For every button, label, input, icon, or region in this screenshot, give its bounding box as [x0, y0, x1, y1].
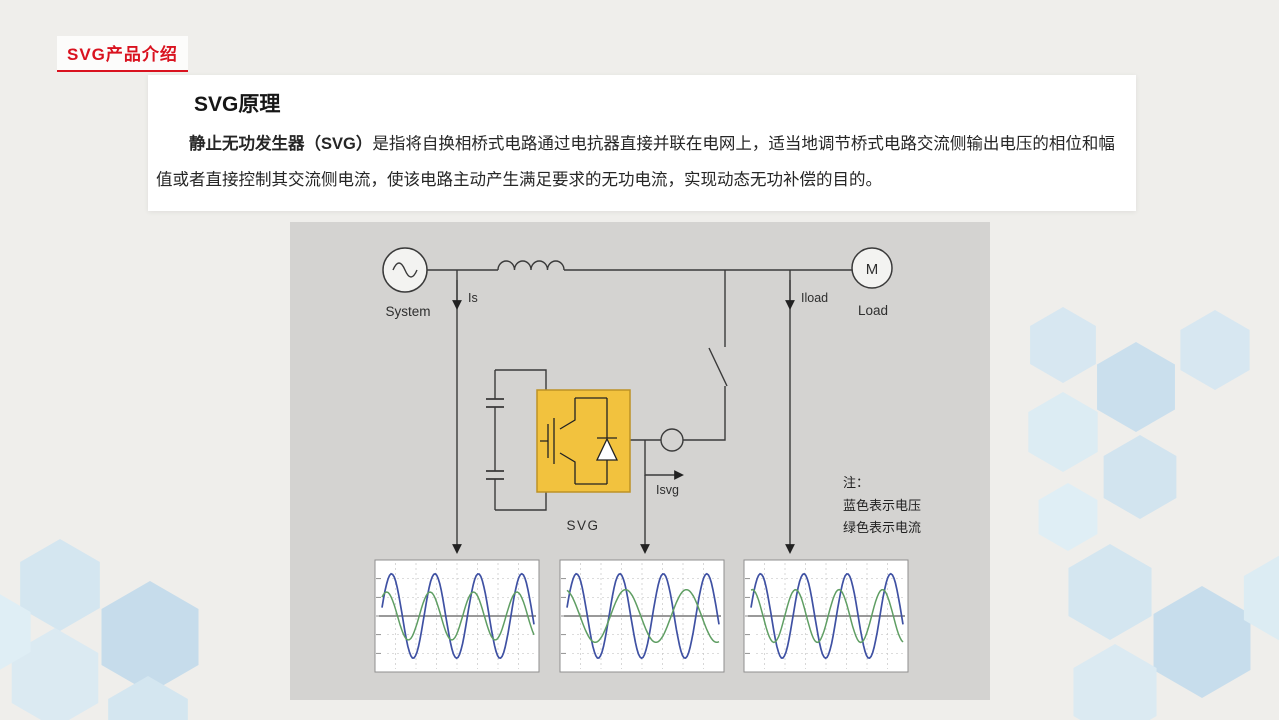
system-label: System [385, 304, 430, 319]
waveform-plot-1 [374, 559, 540, 673]
voltage-waveform [750, 572, 904, 660]
ac-source-sine-icon [392, 262, 418, 278]
waveform-plots [374, 559, 909, 673]
is-label: Is [468, 291, 478, 305]
diode-triangle-icon [595, 437, 619, 461]
load-label: Load [858, 303, 888, 318]
current-waveform [381, 591, 535, 641]
text-panel: SVG原理 静止无功发生器（SVG）是指将自换相桥式电路通过电抗器直接并联在电网… [148, 75, 1136, 211]
intro-paragraph-body: 是指将自换相桥式电路通过电抗器直接并联在电网上，适当地调节桥式电路交流侧输出电压… [156, 135, 1115, 189]
switch-blade [708, 347, 728, 387]
svg-principle-diagram: System M Load Is Iload Isvg [374, 247, 921, 673]
iload-label: Iload [801, 291, 828, 305]
note-title: 注： [843, 475, 869, 490]
capacitor-bottom-connector [495, 492, 547, 511]
current-waveform [566, 588, 720, 644]
voltage-waveform [381, 572, 535, 660]
capacitor-plates [486, 398, 504, 480]
current-sensor-symbol [660, 428, 684, 452]
isvg-label: Isvg [656, 483, 679, 497]
intro-paragraph-lead: 静止无功发生器（SVG） [189, 135, 373, 153]
voltage-waveform [566, 572, 720, 660]
diagram-panel: System M Load Is Iload Isvg [290, 222, 990, 700]
intro-paragraph: 静止无功发生器（SVG）是指将自换相桥式电路通过电抗器直接并联在电网上，适当地调… [156, 126, 1128, 198]
slide-tag: SVG产品介绍 [57, 36, 188, 72]
converter-label: SVG [566, 518, 599, 533]
waveform-plot-3 [743, 559, 909, 673]
converter-box [536, 389, 631, 493]
current-waveform [750, 588, 904, 644]
capacitor-top-connector [495, 369, 547, 390]
note-line-current: 绿色表示电流 [843, 520, 921, 535]
igbt-symbol [540, 397, 619, 485]
motor-symbol [851, 247, 893, 289]
svg-branch-lower [683, 386, 726, 441]
motor-letter: M [866, 261, 879, 278]
circuit-wires [427, 260, 852, 554]
waveform-plot-2 [559, 559, 725, 673]
slide-tag-label: SVG产品介绍 [67, 45, 178, 64]
page-title: SVG原理 [194, 93, 281, 116]
note-line-voltage: 蓝色表示电压 [843, 498, 921, 513]
inductor-symbol [497, 260, 565, 271]
